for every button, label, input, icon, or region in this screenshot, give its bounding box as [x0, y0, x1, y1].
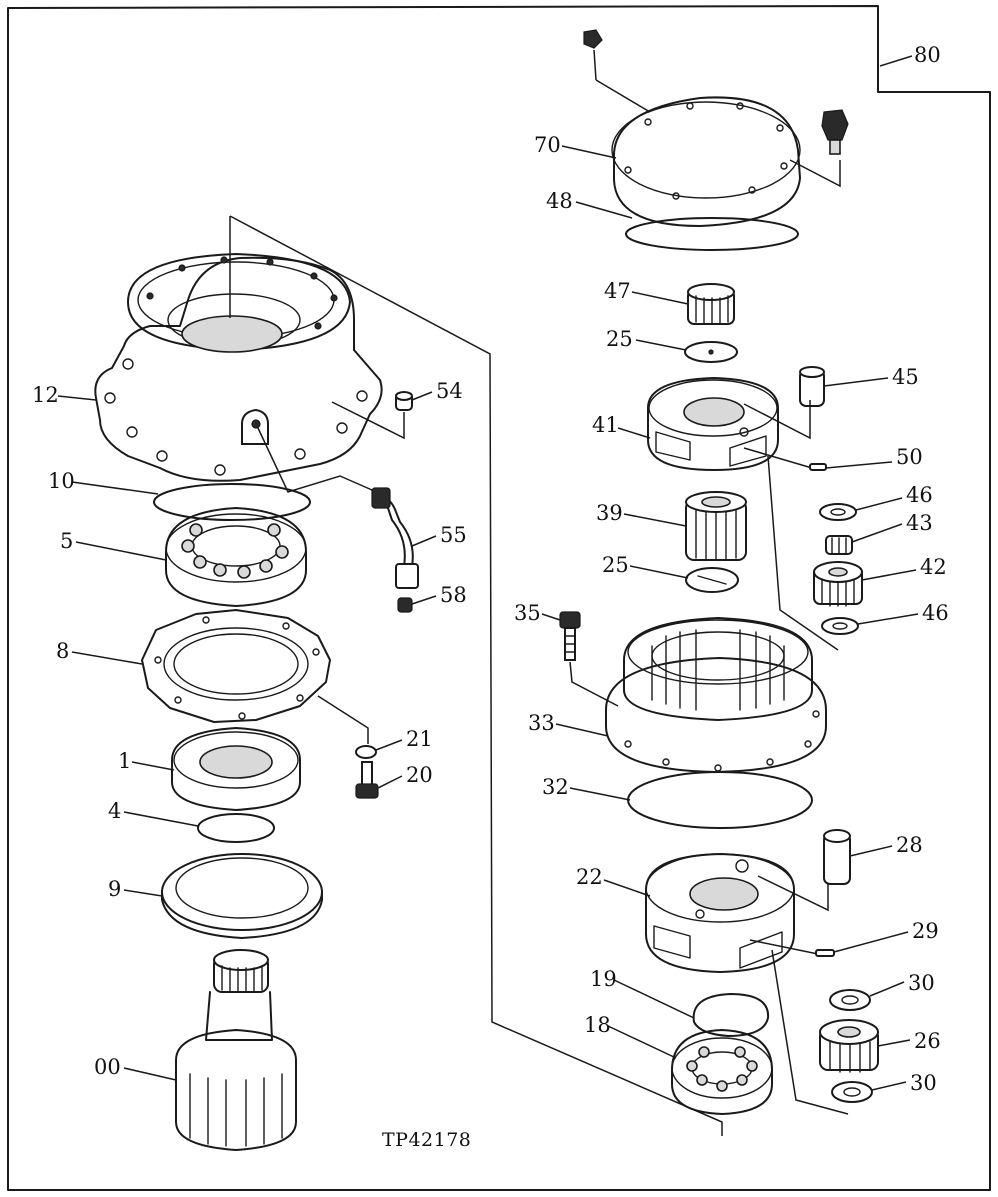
seal-9	[161, 853, 323, 939]
pin-45	[799, 366, 825, 407]
thrust-washer-30-lower	[831, 1081, 873, 1103]
carrier-41	[647, 377, 811, 471]
roller-bearing-18	[671, 1029, 773, 1115]
label-54: 54	[436, 379, 463, 403]
drawing-border	[7, 5, 991, 1191]
planet-gear-42	[813, 561, 863, 607]
bolt-35	[559, 611, 619, 707]
label-50: 50	[896, 445, 923, 469]
ring-gear-33	[605, 617, 827, 773]
label-9: 9	[108, 877, 121, 901]
label-30-upper: 30	[908, 971, 935, 995]
label-25-lower: 25	[602, 553, 629, 577]
label-30-lower: 30	[910, 1071, 937, 1095]
thrust-plate-25-upper	[684, 341, 738, 363]
label-19: 19	[590, 967, 617, 991]
label-22: 22	[576, 865, 603, 889]
label-58: 58	[440, 583, 467, 607]
label-18: 18	[584, 1013, 611, 1037]
label-5: 5	[60, 529, 73, 553]
roller-bearing-5	[165, 507, 307, 607]
assembly-bracket-right	[229, 215, 723, 1136]
thrust-washer-30-upper	[829, 989, 871, 1011]
plug-58	[397, 597, 413, 613]
label-42: 42	[920, 555, 947, 579]
label-1: 1	[118, 749, 131, 773]
label-28: 28	[896, 833, 923, 857]
sun-gear-47	[687, 283, 735, 325]
label-10: 10	[48, 469, 75, 493]
drain-plug-top	[583, 29, 651, 113]
o-ring-10	[153, 483, 311, 521]
label-70: 70	[534, 133, 561, 157]
label-21: 21	[406, 727, 433, 751]
drawing-reference-code: TP42178	[382, 1129, 471, 1151]
thrust-plate-25-lower	[685, 567, 739, 593]
label-33: 33	[528, 711, 555, 735]
label-12: 12	[32, 383, 59, 407]
label-46-lower: 46	[922, 601, 949, 625]
cover-plate-70	[611, 96, 801, 227]
label-35: 35	[514, 601, 541, 625]
o-ring-4	[197, 813, 275, 843]
label-39: 39	[596, 501, 623, 525]
label-25-upper: 25	[606, 327, 633, 351]
seal-1	[171, 727, 301, 811]
pin-29	[749, 939, 849, 1115]
flange-plate-8	[141, 609, 369, 744]
label-20: 20	[406, 763, 433, 787]
hose-55	[371, 487, 419, 589]
vent-plug-70	[789, 109, 849, 188]
needle-bearing-43	[825, 535, 853, 555]
label-47: 47	[604, 279, 631, 303]
pin-50	[743, 447, 839, 651]
leader-lines	[57, 55, 919, 1091]
label-00: 00	[94, 1055, 121, 1079]
label-26: 26	[914, 1029, 941, 1053]
label-80: 80	[914, 43, 941, 67]
label-48: 48	[546, 189, 573, 213]
plug-54	[395, 391, 413, 411]
label-55: 55	[440, 523, 467, 547]
o-ring-48	[625, 217, 799, 251]
o-ring-32	[627, 771, 813, 829]
label-46-upper: 46	[906, 483, 933, 507]
housing-12	[94, 216, 405, 493]
planet-gear-26	[819, 1019, 879, 1073]
bolt-20	[355, 761, 379, 799]
label-32: 32	[542, 775, 569, 799]
thrust-washer-46-lower	[821, 617, 859, 635]
washer-21	[355, 745, 377, 759]
label-43: 43	[906, 511, 933, 535]
sun-gear-39	[685, 491, 747, 561]
carrier-22	[645, 853, 829, 973]
label-29: 29	[912, 919, 939, 943]
pinion-shaft-00	[175, 949, 297, 1151]
snap-ring-19	[692, 993, 770, 1037]
label-41: 41	[592, 413, 619, 437]
pin-28	[823, 829, 851, 885]
thrust-washer-46-upper	[819, 503, 857, 521]
label-8: 8	[56, 639, 69, 663]
label-4: 4	[108, 799, 121, 823]
label-45: 45	[892, 365, 919, 389]
